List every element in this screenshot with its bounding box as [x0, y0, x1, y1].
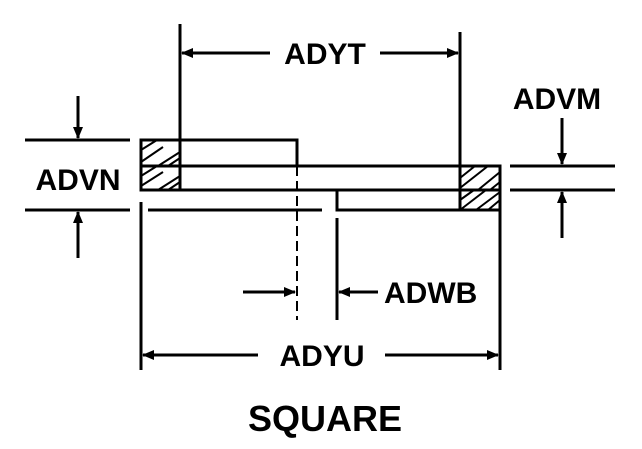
label-advn: ADVN [35, 164, 120, 197]
part-upper-step [180, 138, 299, 166]
dimension-adyu: ADYU [142, 340, 499, 373]
label-adyt: ADYT [284, 38, 366, 71]
dimension-advn: ADVN [35, 96, 121, 258]
dimension-adwb: ADWB [243, 277, 477, 310]
label-adwb: ADWB [384, 277, 477, 310]
extension-lines [25, 24, 615, 370]
label-advm: ADVM [513, 83, 601, 116]
diagram-caption: SQUARE [248, 398, 402, 439]
left-section-hatch [139, 138, 182, 192]
right-section-hatch [458, 164, 502, 212]
dimension-advm: ADVM [513, 83, 601, 238]
label-adyu: ADYU [279, 340, 364, 373]
part-main-body [141, 164, 500, 192]
part-lower-step [335, 190, 500, 212]
dimension-adyt: ADYT [181, 38, 459, 71]
